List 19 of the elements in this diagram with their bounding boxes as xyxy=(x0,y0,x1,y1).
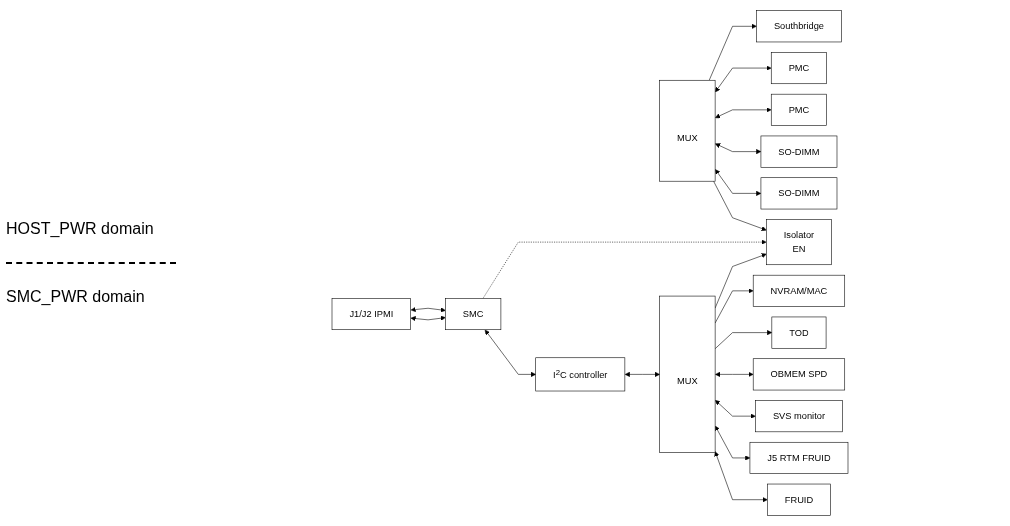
node-box: J1/J2 IPMI xyxy=(331,298,411,330)
node-box: MUX xyxy=(659,79,716,182)
node-box: PMC xyxy=(770,93,827,126)
node-box: SVS monitor xyxy=(755,400,843,433)
node-box: I$^{2}$C controller xyxy=(535,357,626,392)
domain-label: SMC_PWR domain xyxy=(6,288,146,306)
node-box: FRUID xyxy=(767,483,831,516)
node-box: NVRAM/MAC xyxy=(752,274,845,307)
node-box: J5 RTM FRUID xyxy=(749,441,849,474)
node-box: PMC xyxy=(770,52,827,85)
node-box: SO-DIMM xyxy=(760,177,838,210)
domain-label: HOST_PWR domain xyxy=(6,220,155,238)
node-box: SMC xyxy=(445,298,502,330)
node-box: SO-DIMM xyxy=(760,135,838,168)
node-box: Southbridge xyxy=(756,10,842,43)
node-box: OBMEM SPD xyxy=(752,358,845,391)
node-box: Isolator EN xyxy=(766,219,832,266)
node-box: MUX xyxy=(659,295,716,453)
node-box: TOD xyxy=(771,316,827,349)
